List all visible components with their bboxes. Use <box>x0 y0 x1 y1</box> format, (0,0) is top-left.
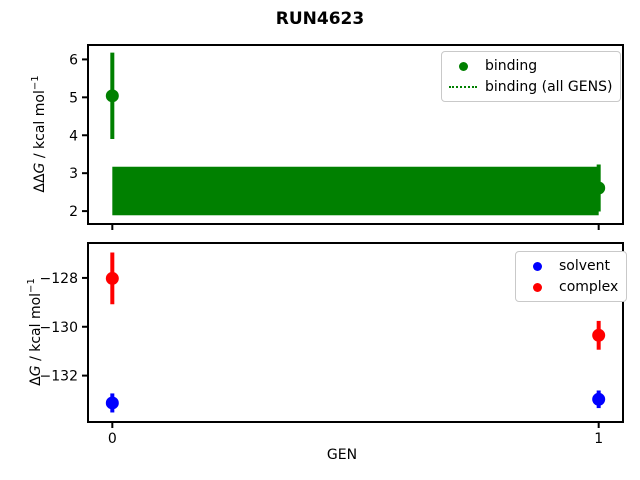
ddg-plot-band <box>112 166 599 216</box>
legend-item-binding: binding <box>449 56 612 76</box>
ddg-ylabel-prefix: ΔΔ <box>31 173 48 193</box>
dg-plot-ytick-label-0: −128 <box>40 271 78 287</box>
dg-ylabel-units: / kcal mol <box>27 292 44 366</box>
dg-ylabel-superscript: −1 <box>26 278 38 293</box>
legend-item-complex: complex <box>523 277 618 297</box>
dg-plot-xtick-label-1: 1 <box>594 431 603 447</box>
legend-item-solvent: solvent <box>523 256 618 276</box>
legend-label-binding-all-gens: binding (all GENS) <box>485 79 613 95</box>
legend-label-complex: complex <box>559 279 619 295</box>
ddg-plot-ytick-label-4: 6 <box>69 52 78 68</box>
ddg-plot-ytick-label-2: 4 <box>69 128 78 144</box>
legend-marker-box <box>449 86 477 88</box>
legend-marker-box <box>523 261 551 271</box>
complex-point-1 <box>592 328 606 342</box>
legend-item-binding-all-gens: binding (all GENS) <box>449 77 612 97</box>
dg-ylabel-prefix: Δ <box>27 376 44 386</box>
ddg-ylabel-units: / kcal mol <box>31 90 48 163</box>
legend-marker-box <box>523 282 551 292</box>
ddg-plot-frame <box>87 44 624 225</box>
binding-dot-icon <box>458 61 468 71</box>
solvent-dot-icon <box>532 261 542 271</box>
binding-point-0 <box>105 89 119 103</box>
dg-plot-ytick-label-2: −132 <box>40 369 78 385</box>
legend-label-solvent: solvent <box>559 258 611 274</box>
solvent-point-0 <box>105 396 119 410</box>
binding-legend: binding binding (all GENS) <box>441 51 622 102</box>
ddg-plot-ytick-label-0: 2 <box>69 204 78 220</box>
figure-title: RUN4623 <box>275 9 365 29</box>
complex-dot-icon <box>532 282 542 292</box>
solvent-point-1 <box>592 392 606 406</box>
binding-point-1 <box>592 181 606 195</box>
ddg-plot-ytick-label-3: 5 <box>69 90 78 106</box>
dg-ylabel: ΔG / kcal mol−1 <box>26 278 44 386</box>
dg-legend: solvent complex <box>515 251 628 302</box>
ddg-plot-ytick-label-1: 3 <box>69 166 78 182</box>
dg-plot-xtick-label-0: 0 <box>108 431 117 447</box>
x-axis-label: GEN <box>326 447 358 463</box>
legend-label-binding: binding <box>485 58 538 74</box>
legend-marker-box <box>449 61 477 71</box>
ddg-ylabel-variable: G <box>31 162 48 174</box>
dg-plot-frame <box>87 242 624 423</box>
complex-point-0 <box>105 271 119 285</box>
dg-ylabel-variable: G <box>27 365 44 377</box>
ddg-ylabel-superscript: −1 <box>30 75 42 91</box>
ddg-ylabel: ΔΔG / kcal mol−1 <box>30 75 48 192</box>
dg-plot-ytick-label-1: −130 <box>40 320 78 336</box>
binding-all-gens-dotted-line-icon <box>449 86 477 88</box>
